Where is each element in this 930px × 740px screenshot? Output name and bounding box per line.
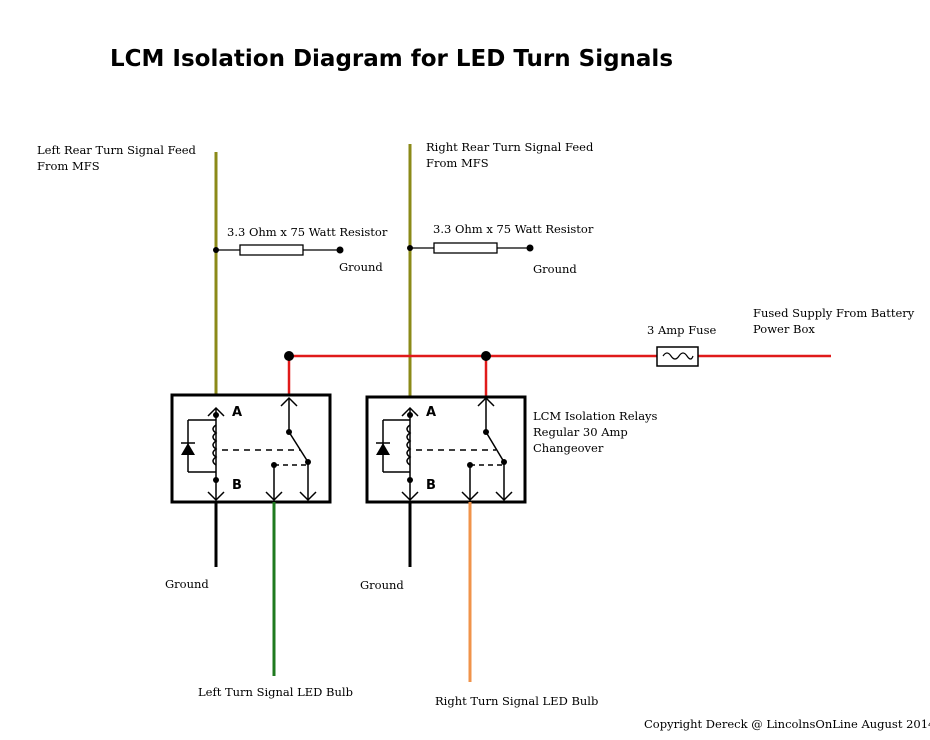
supply-label-line1: Fused Supply From Battery: [753, 306, 915, 320]
right-relay: [365, 395, 527, 504]
supply-junction-right: [481, 351, 491, 361]
fuse-symbol: [656, 346, 699, 367]
left-relay: [170, 393, 332, 504]
left-resistor-label: 3.3 Ohm x 75 Watt Resistor: [227, 225, 388, 239]
left-relay-ground-label: Ground: [165, 577, 209, 591]
copyright-label: Copyright Dereck @ LincolnsOnLine August…: [644, 717, 930, 731]
diagram-title: LCM Isolation Diagram for LED Turn Signa…: [110, 46, 673, 72]
right-feed-label-line2: From MFS: [426, 156, 489, 170]
left-relay-pin-b: B: [232, 478, 242, 493]
right-feed-label-line1: Right Rear Turn Signal Feed: [426, 140, 594, 154]
right-relay-pin-b: B: [426, 478, 436, 493]
left-resistor-ground-label: Ground: [339, 260, 383, 274]
left-resistor: [213, 244, 344, 256]
left-feed-label-line2: From MFS: [37, 159, 100, 173]
supply-junction-left: [284, 351, 294, 361]
left-feed-label-line1: Left Rear Turn Signal Feed: [37, 143, 197, 157]
relays-label-line1: LCM Isolation Relays: [533, 409, 658, 423]
right-relay-pin-a: A: [426, 405, 436, 420]
right-resistor-label: 3.3 Ohm x 75 Watt Resistor: [433, 222, 594, 236]
right-relay-ground-label: Ground: [360, 578, 404, 592]
relays-label-line2: Regular 30 Amp: [533, 425, 628, 439]
supply-label-line2: Power Box: [753, 322, 815, 336]
left-bulb-label: Left Turn Signal LED Bulb: [198, 685, 353, 699]
right-bulb-label: Right Turn Signal LED Bulb: [435, 694, 598, 708]
left-relay-pin-a: A: [232, 405, 242, 420]
right-resistor: [407, 242, 534, 254]
right-resistor-ground-label: Ground: [533, 262, 577, 276]
relays-label-line3: Changeover: [533, 441, 604, 455]
fuse-label: 3 Amp Fuse: [647, 323, 716, 337]
